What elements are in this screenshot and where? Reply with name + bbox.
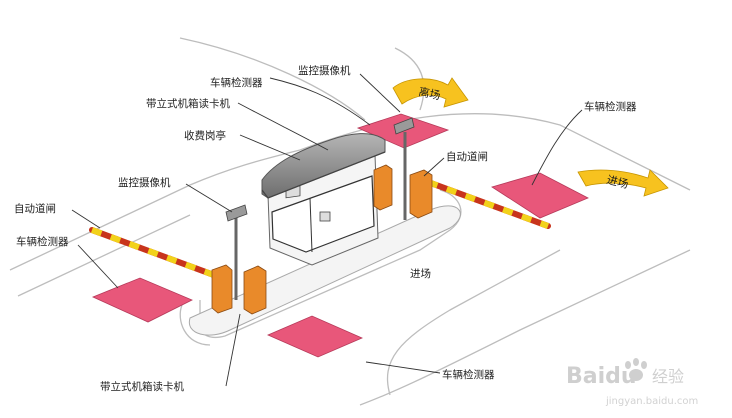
label-entry-zone: 进场 <box>410 267 431 280</box>
label-barrier-right: 自动道闸 <box>446 150 488 163</box>
camera-top <box>393 117 415 220</box>
labels: 车辆检测器 监控摄像机 带立式机箱读卡机 收费岗亭 监控摄像机 自动道闸 车辆检… <box>14 64 637 393</box>
entry-arrow-label: 进场 <box>605 172 630 191</box>
camera-left <box>225 204 248 300</box>
label-detector-top: 车辆检测器 <box>210 76 263 89</box>
label-detector-bottom: 车辆检测器 <box>442 368 495 381</box>
label-camera-left: 监控摄像机 <box>118 176 171 189</box>
card-reader-top <box>373 164 393 211</box>
watermark-brand: Baidu <box>566 364 637 389</box>
watermark-jingyan: 经验 <box>652 367 684 386</box>
barrier-arm-left <box>89 227 225 281</box>
baidu-watermark: Baidu 经验 jingyan.baidu.com <box>566 358 698 407</box>
barrier-arm-right <box>425 179 551 229</box>
label-detector-left: 车辆检测器 <box>16 235 69 248</box>
label-card-reader-top: 带立式机箱读卡机 <box>146 97 230 110</box>
label-detector-right: 车辆检测器 <box>584 100 637 113</box>
booth-terminal <box>319 211 331 222</box>
detector-pad-bottom <box>266 315 364 358</box>
label-camera-top: 监控摄像机 <box>298 64 351 77</box>
barrier-post-left <box>211 264 233 314</box>
label-card-reader-bottom: 带立式机箱读卡机 <box>100 380 184 393</box>
detector-pads <box>91 113 589 358</box>
detector-pad-left <box>91 277 193 323</box>
leader-lines <box>71 73 583 387</box>
entry-arrow: 进场 <box>577 169 669 197</box>
exit-arrow-label: 离场 <box>417 84 441 102</box>
booth-roof <box>261 133 386 199</box>
toll-booth <box>261 133 386 266</box>
card-reader-left <box>243 265 267 315</box>
watermark-url: jingyan.baidu.com <box>605 396 698 407</box>
label-booth: 收费岗亭 <box>184 129 226 142</box>
paw-icon <box>625 358 647 381</box>
barrier-post-right <box>409 169 433 219</box>
label-barrier-left: 自动道闸 <box>14 202 56 215</box>
detector-pad-right <box>491 172 589 219</box>
exit-arrow: 离场 <box>392 77 469 108</box>
